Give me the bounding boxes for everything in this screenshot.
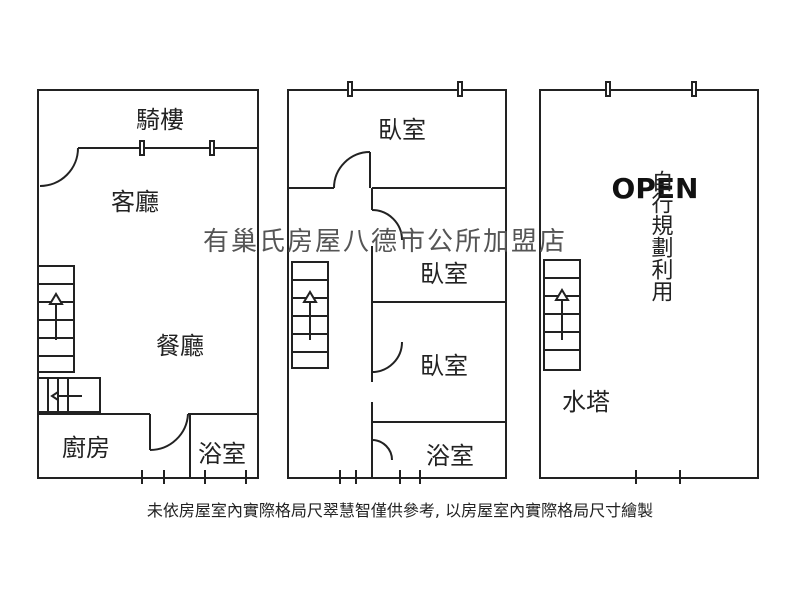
- floor1-kitchen-label: 廚房: [62, 434, 110, 462]
- floor2-bedroom-mid-label: 臥室: [420, 260, 468, 288]
- floor2-outline: [287, 89, 507, 479]
- floor2-top-door: [333, 151, 371, 189]
- floor1-stair-arrow-icon: [48, 292, 64, 305]
- floor3-water-tower-label: 水塔: [562, 388, 610, 416]
- floor2-bed2-door: [371, 209, 403, 241]
- floor2-bed3-door: [371, 341, 403, 373]
- floor1-entry-door: [39, 147, 79, 187]
- floor2-bedroom-top-label: 臥室: [378, 116, 426, 144]
- floor1-dining-label: 餐廳: [156, 332, 204, 360]
- watermark-text: 有巢氏房屋八德市公所加盟店: [203, 227, 567, 257]
- floor3-self-plan-label: 自行規劃利用: [648, 170, 674, 302]
- floor1-bath-label: 浴室: [198, 440, 246, 468]
- floor3-outline: [539, 89, 759, 479]
- floor1-kitchen-door: [149, 413, 189, 452]
- footer-note: 未依房屋室內實際格局尺翠慧智僅供參考, 以房屋室內實際格局尺寸繪製: [146, 501, 654, 520]
- floor1-living-label: 客廳: [111, 188, 159, 216]
- floor2-bath-label: 浴室: [426, 442, 474, 470]
- floor2-bedroom-low-label: 臥室: [420, 352, 468, 380]
- floor3-open-label: OPEN: [612, 172, 699, 205]
- floor1-arcade-label: 騎樓: [136, 106, 184, 134]
